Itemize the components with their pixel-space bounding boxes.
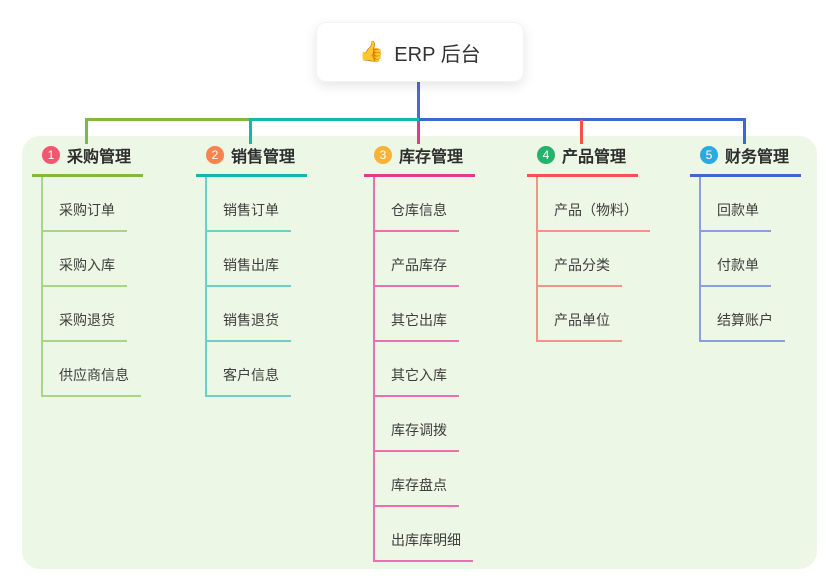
branch-badge: 3 [374,146,392,164]
connector-drop-branch-5 [743,120,746,144]
branch-label: 产品管理 [562,149,627,166]
child-node[interactable]: 库存调拨 [375,397,459,452]
branch-column-sales: 2 销售管理 销售订单 销售出库 销售退货 客户信息 [196,144,308,397]
branch-column-procurement: 1 采购管理 采购订单 采购入库 采购退货 供应商信息 [32,144,144,397]
connector-rail-teal [249,118,419,121]
branch-children: 仓库信息 产品库存 其它出库 其它入库 库存调拨 库存盘点 出库库明细 [373,177,473,562]
child-node[interactable]: 仓库信息 [375,177,459,232]
branches-panel [22,136,817,569]
branch-title-sales[interactable]: 2 销售管理 [196,144,308,177]
child-node[interactable]: 产品分类 [538,232,622,287]
branch-title-inventory[interactable]: 3 库存管理 [364,144,476,177]
child-node[interactable]: 销售退货 [207,287,291,342]
child-node[interactable]: 销售订单 [207,177,291,232]
branch-label: 销售管理 [231,149,296,166]
root-node[interactable]: 👍 ERP 后台 [316,22,524,82]
child-node[interactable]: 供应商信息 [43,342,141,397]
child-node[interactable]: 库存盘点 [375,452,459,507]
branch-badge: 1 [42,146,60,164]
child-node[interactable]: 其它出库 [375,287,459,342]
child-node[interactable]: 销售出库 [207,232,291,287]
branch-children: 采购订单 采购入库 采购退货 供应商信息 [41,177,141,397]
connector-rail-green [85,118,252,121]
branch-column-finance: 5 财务管理 回款单 付款单 结算账户 [690,144,802,342]
child-node[interactable]: 付款单 [701,232,771,287]
connector-rail-blue [419,118,746,121]
child-node[interactable]: 产品（物料） [538,177,650,232]
connector-drop-branch-4 [580,120,583,144]
connector-root-stem [417,80,420,120]
branch-title-product[interactable]: 4 产品管理 [527,144,639,177]
branch-badge: 4 [537,146,555,164]
child-node[interactable]: 回款单 [701,177,771,232]
connector-drop-branch-3 [417,121,420,144]
branch-label: 采购管理 [67,149,132,166]
child-node[interactable]: 采购订单 [43,177,127,232]
root-label: ERP 后台 [394,43,481,66]
branch-badge: 2 [206,146,224,164]
branch-label: 库存管理 [399,149,464,166]
child-node[interactable]: 出库库明细 [375,507,473,562]
child-node[interactable]: 结算账户 [701,287,785,342]
child-node[interactable]: 客户信息 [207,342,291,397]
branch-children: 产品（物料） 产品分类 产品单位 [536,177,650,342]
child-node[interactable]: 其它入库 [375,342,459,397]
branch-children: 销售订单 销售出库 销售退货 客户信息 [205,177,291,397]
connector-drop-branch-2 [249,120,252,144]
branch-column-inventory: 3 库存管理 仓库信息 产品库存 其它出库 其它入库 库存调拨 库存盘点 出库库… [364,144,476,562]
connector-drop-branch-1 [85,120,88,144]
branch-label: 财务管理 [725,149,790,166]
child-node[interactable]: 产品库存 [375,232,459,287]
branch-badge: 5 [700,146,718,164]
branch-column-product: 4 产品管理 产品（物料） 产品分类 产品单位 [527,144,650,342]
branch-title-finance[interactable]: 5 财务管理 [690,144,802,177]
branch-children: 回款单 付款单 结算账户 [699,177,785,342]
child-node[interactable]: 产品单位 [538,287,622,342]
child-node[interactable]: 采购退货 [43,287,127,342]
thumbs-up-icon: 👍 [359,41,385,63]
branch-title-procurement[interactable]: 1 采购管理 [32,144,144,177]
child-node[interactable]: 采购入库 [43,232,127,287]
